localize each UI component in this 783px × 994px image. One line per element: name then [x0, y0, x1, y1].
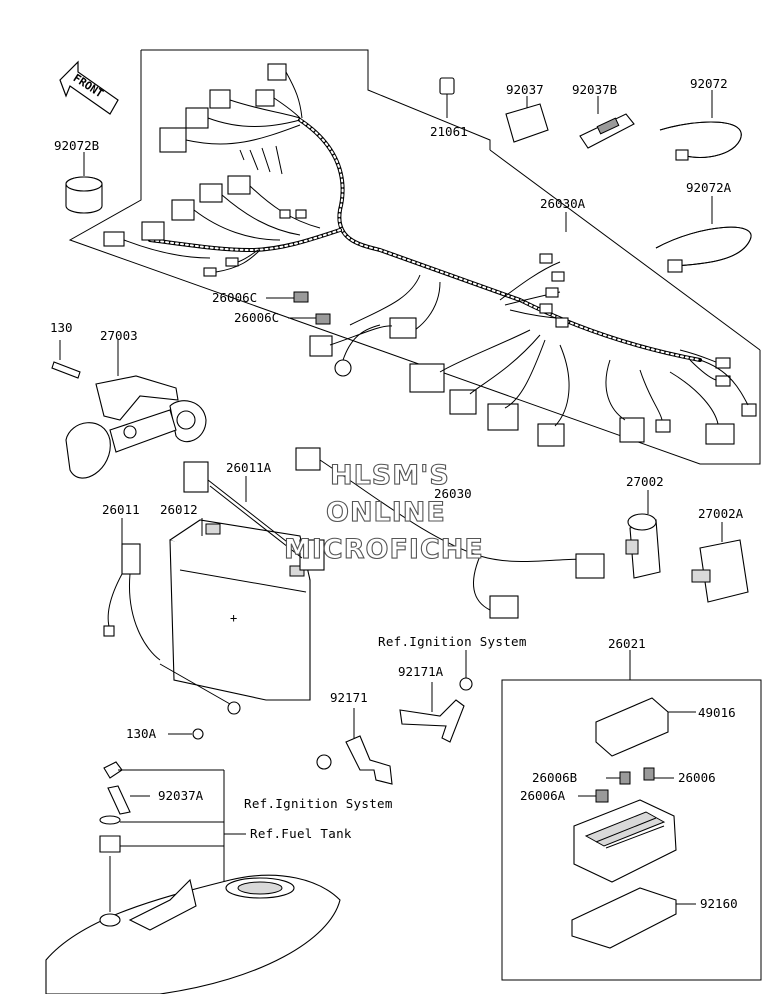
bracket-92171 [316, 708, 393, 785]
label-26006: 26006 [678, 770, 716, 785]
front-arrow-icon: FRONT [59, 60, 119, 115]
label-92072: 92072 [690, 76, 728, 91]
bracket-92171A [399, 650, 473, 743]
watermark: HLSM'S ONLINE MICROFICHE [283, 459, 484, 565]
part-21061 [439, 77, 455, 118]
fuel-tank-mount [45, 761, 341, 994]
label-26011A: 26011A [226, 460, 272, 475]
label-26011: 26011 [102, 502, 140, 517]
watermark-line2: ONLINE [326, 497, 446, 528]
label-26006C-2: 26006C [234, 310, 279, 325]
watermark-line1: HLSM'S [330, 460, 450, 491]
ref-ignition-top: Ref.Ignition System [378, 634, 527, 649]
label-130: 130 [50, 320, 73, 335]
cable-26011A [183, 461, 325, 571]
label-92072B: 92072B [54, 138, 99, 153]
label-27003: 27003 [100, 328, 138, 343]
svg-text:+: + [230, 611, 237, 625]
label-26006B: 26006B [532, 770, 577, 785]
battery-26012: + [169, 518, 311, 701]
horn-27003 [51, 340, 207, 479]
label-26030A: 26030A [540, 196, 586, 211]
label-92037B: 92037B [572, 82, 617, 97]
label-26030: 26030 [434, 486, 472, 501]
fuse-26006C [266, 291, 331, 325]
label-130A: 130A [126, 726, 157, 741]
fuse-box-26021 [501, 650, 762, 981]
relay-27002A [691, 522, 749, 603]
part-92072A [655, 196, 752, 273]
label-49016: 49016 [698, 705, 736, 720]
part-labels: 21061 92037 92037B 92072 92072B 92072A 2… [50, 76, 744, 911]
label-92037A: 92037A [158, 788, 204, 803]
label-21061: 21061 [430, 124, 468, 139]
part-92037 [505, 96, 549, 143]
label-27002A: 27002A [698, 506, 744, 521]
cable-26011 [103, 518, 161, 661]
cable-26030 [295, 447, 605, 619]
ref-fuel-tank: Ref.Fuel Tank [250, 826, 352, 841]
part-92072 [659, 90, 742, 161]
label-27002: 27002 [626, 474, 664, 489]
label-92037: 92037 [506, 82, 544, 97]
label-26021: 26021 [608, 636, 646, 651]
label-92072A: 92072A [686, 180, 732, 195]
harness-outline [68, 49, 761, 465]
relay-27002 [625, 490, 661, 579]
watermark-line3: MICROFICHE [284, 534, 484, 565]
label-92171A: 92171A [398, 664, 444, 679]
label-26006A: 26006A [520, 788, 566, 803]
label-92160: 92160 [700, 896, 738, 911]
part-92037B [579, 96, 635, 149]
ref-ignition-bottom: Ref.Ignition System [244, 796, 393, 811]
part-92072B [65, 152, 103, 214]
label-92171: 92171 [330, 690, 368, 705]
label-26012: 26012 [160, 502, 198, 517]
ground-cable-130A [159, 663, 241, 740]
main-wiring-harness [103, 63, 757, 447]
label-26006C-1: 26006C [212, 290, 257, 305]
